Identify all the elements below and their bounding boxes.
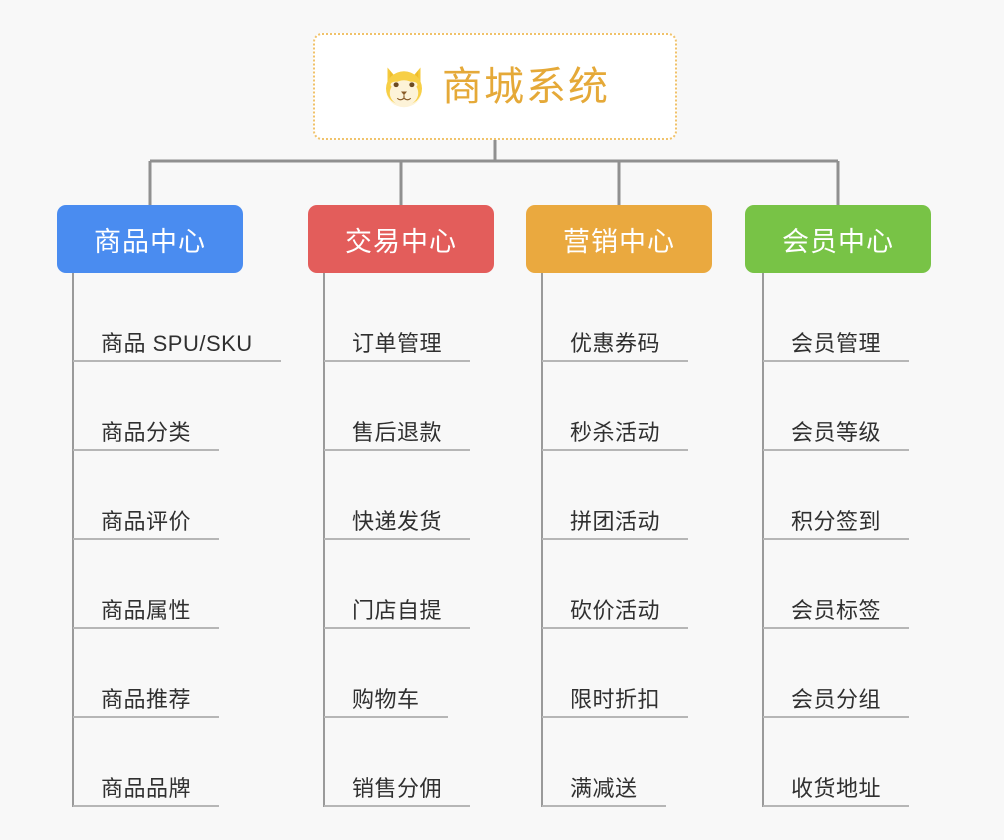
leaf-node[interactable]: 满减送 [542, 718, 666, 807]
leaf-node[interactable]: 快递发货 [324, 451, 470, 540]
leaf-label: 商品分类 [101, 419, 192, 445]
leaf-node[interactable]: 销售分佣 [324, 718, 470, 807]
leaf-underline [73, 360, 281, 362]
leaf-underline [324, 360, 470, 362]
leaf-underline [542, 360, 688, 362]
leaf-underline [763, 449, 909, 451]
leaf-label: 商品推荐 [101, 686, 192, 712]
leaf-underline [324, 716, 448, 718]
leaf-label: 会员等级 [791, 419, 882, 445]
leaf-label: 会员管理 [791, 330, 882, 356]
leaf-label: 积分签到 [791, 508, 882, 534]
leaf-underline [324, 627, 470, 629]
leaf-node[interactable]: 砍价活动 [542, 540, 688, 629]
leaf-node[interactable]: 商品评价 [73, 451, 253, 540]
leaf-node[interactable]: 优惠券码 [542, 273, 688, 362]
leaf-label: 秒杀活动 [570, 419, 661, 445]
leaf-label: 商品评价 [101, 508, 192, 534]
leaf-node[interactable]: 积分签到 [763, 451, 909, 540]
leaf-underline [763, 627, 909, 629]
leaf-node[interactable]: 会员分组 [763, 629, 909, 718]
leaf-underline [763, 360, 909, 362]
shiba-dog-face-icon [386, 67, 422, 107]
leaf-node[interactable]: 收货地址 [763, 718, 909, 807]
leaf-list: 优惠券码秒杀活动拼团活动砍价活动限时折扣满减送 [542, 273, 688, 807]
leaf-label: 满减送 [570, 775, 638, 801]
leaf-label: 商品品牌 [101, 775, 192, 801]
leaf-underline [73, 716, 219, 718]
leaf-node[interactable]: 秒杀活动 [542, 362, 688, 451]
leaf-node[interactable]: 会员标签 [763, 540, 909, 629]
leaf-node[interactable]: 门店自提 [324, 540, 470, 629]
category-node[interactable]: 交易中心 [308, 205, 494, 273]
leaf-underline [324, 805, 470, 807]
leaf-underline [763, 805, 909, 807]
leaf-underline [73, 538, 219, 540]
leaf-node[interactable]: 商品推荐 [73, 629, 253, 718]
leaf-label: 砍价活动 [570, 597, 661, 623]
leaf-label: 订单管理 [352, 330, 443, 356]
leaf-label: 售后退款 [352, 419, 443, 445]
leaf-list: 订单管理售后退款快递发货门店自提购物车销售分佣 [324, 273, 470, 807]
category-label: 营销中心 [563, 226, 675, 257]
category-label: 商品中心 [94, 226, 206, 257]
leaf-underline [542, 627, 688, 629]
category-node[interactable]: 会员中心 [745, 205, 931, 273]
leaf-node[interactable]: 商品属性 [73, 540, 253, 629]
leaf-underline [73, 627, 219, 629]
root-node[interactable]: 商城系统 [313, 33, 677, 140]
leaf-list: 会员管理会员等级积分签到会员标签会员分组收货地址 [763, 273, 909, 807]
leaf-node[interactable]: 售后退款 [324, 362, 470, 451]
leaf-label: 快递发货 [352, 508, 443, 534]
leaf-node[interactable]: 商品品牌 [73, 718, 253, 807]
leaf-underline [542, 538, 688, 540]
leaf-label: 商品属性 [101, 597, 192, 623]
category-node[interactable]: 商品中心 [57, 205, 243, 273]
leaf-label: 限时折扣 [570, 686, 661, 712]
leaf-underline [542, 716, 688, 718]
leaf-label: 收货地址 [791, 775, 882, 801]
leaf-label: 门店自提 [352, 597, 443, 623]
leaf-underline [324, 449, 470, 451]
leaf-label: 优惠券码 [570, 330, 661, 356]
leaf-underline [763, 538, 909, 540]
leaf-node[interactable]: 订单管理 [324, 273, 470, 362]
leaf-underline [324, 538, 470, 540]
leaf-node[interactable]: 商品 SPU/SKU [73, 273, 281, 362]
leaf-node[interactable]: 会员等级 [763, 362, 909, 451]
leaf-node[interactable]: 会员管理 [763, 273, 909, 362]
leaf-label: 商品 SPU/SKU [101, 330, 253, 356]
leaf-underline [542, 805, 666, 807]
leaf-underline [542, 449, 688, 451]
leaf-node[interactable]: 限时折扣 [542, 629, 688, 718]
category-label: 交易中心 [345, 226, 457, 257]
root-title: 商城系统 [442, 64, 610, 109]
leaf-underline [73, 805, 219, 807]
leaf-label: 销售分佣 [352, 775, 443, 801]
category-label: 会员中心 [782, 226, 894, 257]
category-node[interactable]: 营销中心 [526, 205, 712, 273]
leaf-node[interactable]: 商品分类 [73, 362, 253, 451]
leaf-label: 会员标签 [791, 597, 882, 623]
leaf-underline [763, 716, 909, 718]
leaf-node[interactable]: 拼团活动 [542, 451, 688, 540]
leaf-label: 会员分组 [791, 686, 882, 712]
leaf-underline [73, 449, 219, 451]
leaf-list: 商品 SPU/SKU 商品分类商品评价商品属性商品推荐商品品牌 [73, 273, 281, 807]
leaf-label: 拼团活动 [570, 508, 661, 534]
leaf-node[interactable]: 购物车 [324, 629, 448, 718]
leaf-label: 购物车 [352, 686, 420, 712]
